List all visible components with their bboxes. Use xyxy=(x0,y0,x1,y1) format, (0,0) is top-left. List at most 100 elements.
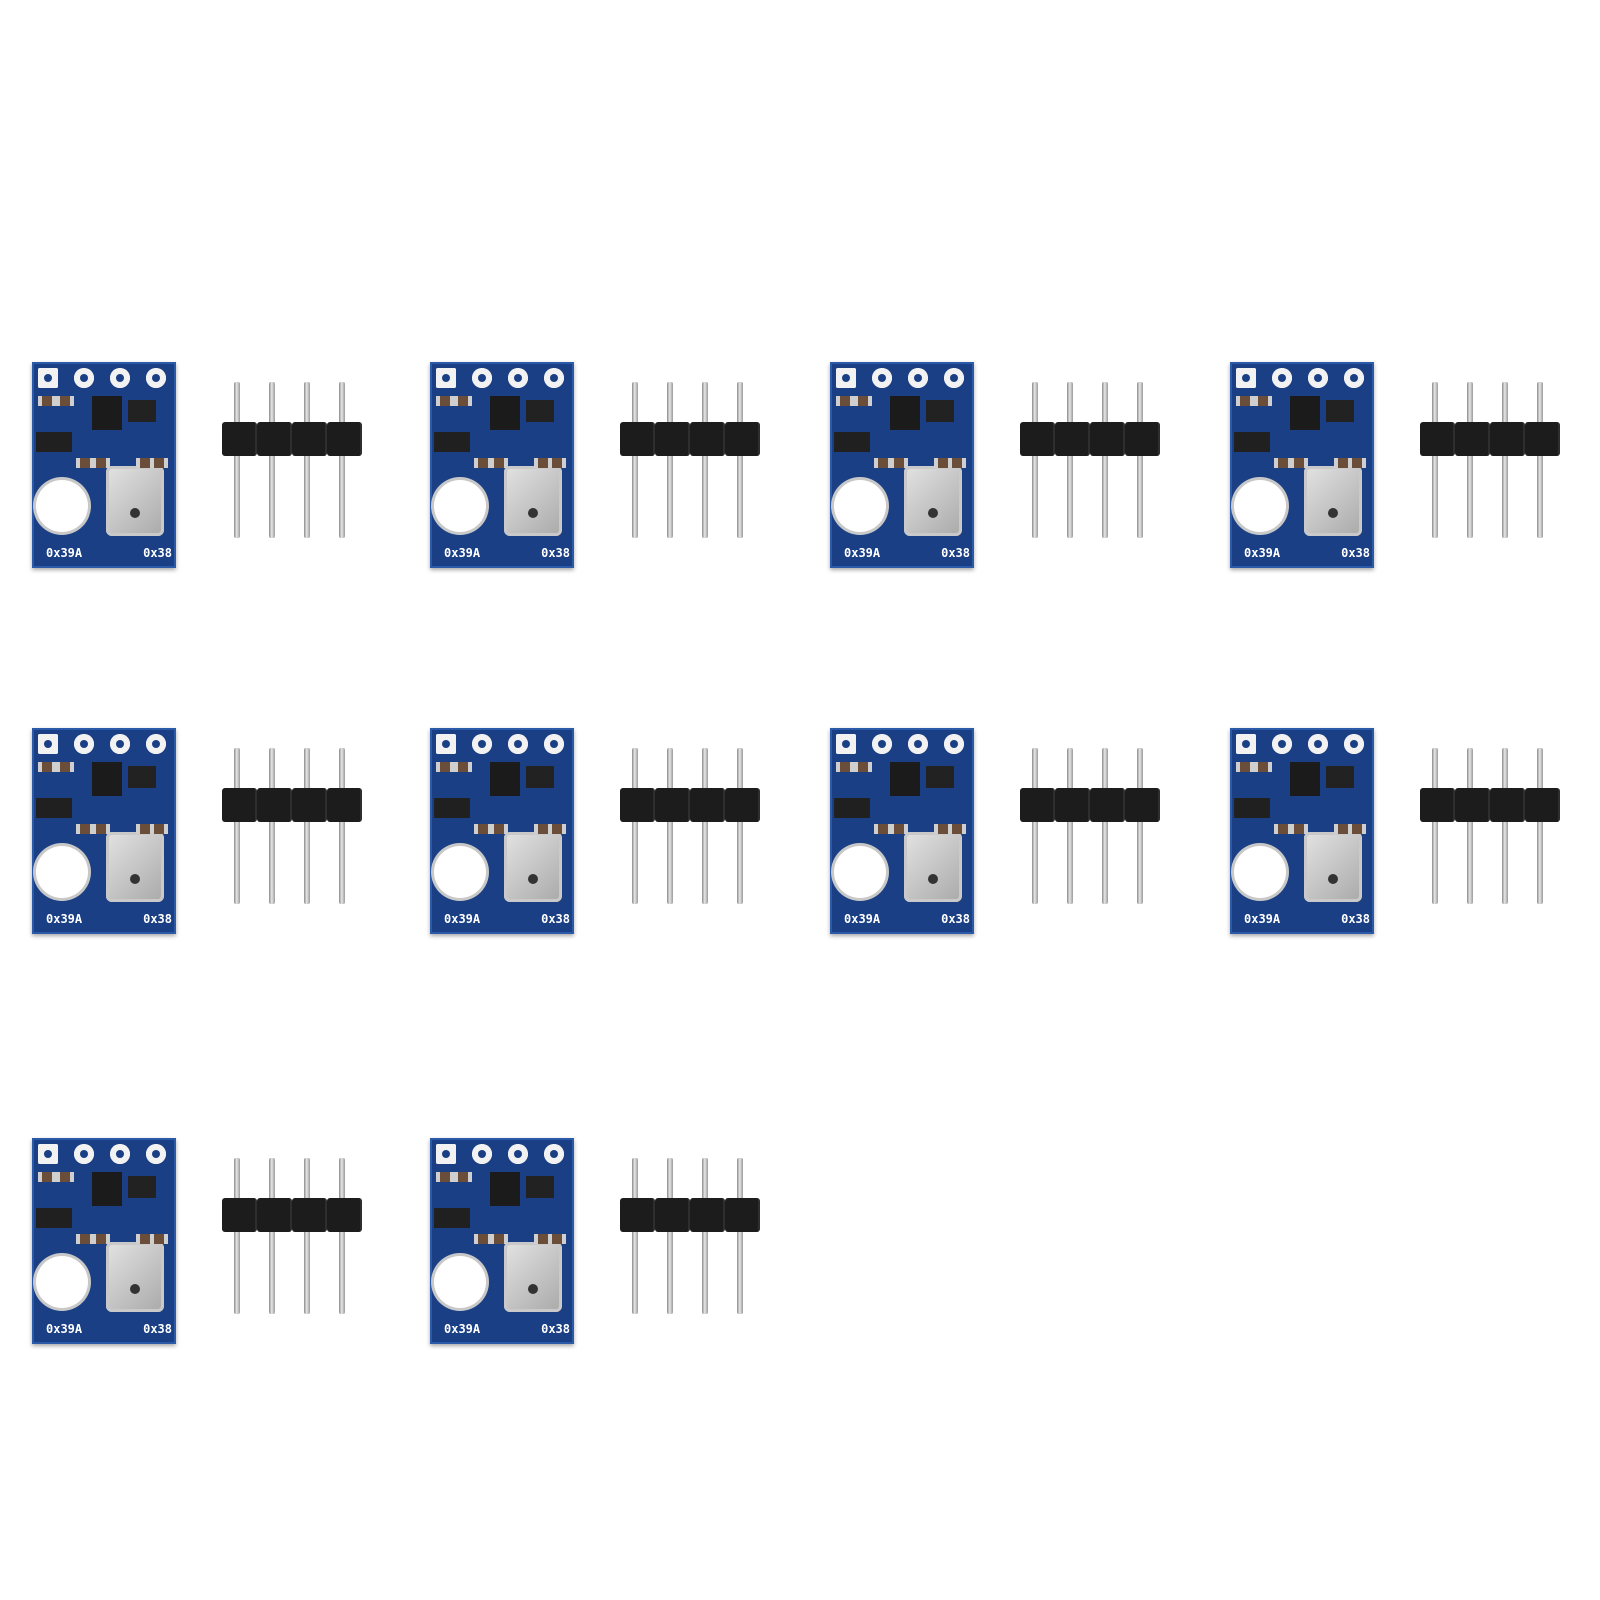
header-pin xyxy=(737,382,743,538)
pin-header xyxy=(1420,748,1560,908)
ic-chip xyxy=(128,1176,156,1198)
smd-component xyxy=(136,458,154,468)
smd-component xyxy=(836,762,854,772)
pin-header xyxy=(1020,382,1160,542)
solder-pad xyxy=(944,368,964,388)
solder-pad xyxy=(1308,734,1328,754)
smd-component xyxy=(474,824,492,834)
header-pin xyxy=(667,748,673,904)
sensor-module xyxy=(106,466,164,536)
solder-pad xyxy=(38,734,58,754)
header-plastic xyxy=(222,788,362,822)
mounting-hole xyxy=(36,846,88,898)
pin-header xyxy=(222,748,362,908)
smd-component xyxy=(948,458,966,468)
header-plastic xyxy=(1020,788,1160,822)
solder-pad xyxy=(146,368,166,388)
smd-component xyxy=(1236,762,1254,772)
ic-chip xyxy=(490,762,520,796)
address-label-left: 0x39A xyxy=(46,546,83,560)
header-plastic xyxy=(620,422,760,456)
smd-component xyxy=(38,762,56,772)
address-label-right: 0x38 xyxy=(541,912,570,926)
smd-component xyxy=(534,824,552,834)
smd-component xyxy=(474,458,492,468)
regulator xyxy=(434,432,470,452)
address-label-left: 0x39A xyxy=(444,912,481,926)
mounting-hole xyxy=(434,480,486,532)
regulator xyxy=(36,1208,72,1228)
regulator xyxy=(434,1208,470,1228)
header-pin xyxy=(304,382,310,538)
smd-component xyxy=(76,824,94,834)
ic-chip xyxy=(128,766,156,788)
pin-header xyxy=(620,382,760,542)
header-pin xyxy=(702,382,708,538)
header-pin xyxy=(1467,382,1473,538)
solder-pad xyxy=(38,368,58,388)
smd-component xyxy=(454,1172,472,1182)
header-plastic xyxy=(1420,788,1560,822)
header-pin xyxy=(234,1158,240,1314)
solder-pad xyxy=(544,734,564,754)
smd-component xyxy=(1348,458,1366,468)
ic-chip xyxy=(1326,400,1354,422)
smd-component xyxy=(874,824,892,834)
smd-component xyxy=(150,458,168,468)
smd-component xyxy=(854,762,872,772)
regulator xyxy=(1234,798,1270,818)
regulator xyxy=(834,798,870,818)
header-plastic xyxy=(1420,422,1560,456)
smd-component xyxy=(1254,762,1272,772)
regulator xyxy=(434,798,470,818)
solder-pad xyxy=(508,1144,528,1164)
header-pin xyxy=(269,748,275,904)
sensor-board: 0x39A 0x38 xyxy=(430,728,574,934)
sensor-module xyxy=(504,1242,562,1312)
ic-chip xyxy=(92,396,122,430)
sensor-module xyxy=(106,832,164,902)
header-plastic xyxy=(222,422,362,456)
smd-component xyxy=(92,824,110,834)
solder-pad xyxy=(944,734,964,754)
smd-component xyxy=(56,762,74,772)
smd-component xyxy=(934,458,952,468)
smd-component xyxy=(490,1234,508,1244)
address-label-right: 0x38 xyxy=(541,546,570,560)
solder-pad xyxy=(872,734,892,754)
sensor-module xyxy=(504,466,562,536)
smd-component xyxy=(56,396,74,406)
sensor-module xyxy=(1304,466,1362,536)
solder-pad xyxy=(110,734,130,754)
header-pin xyxy=(1102,382,1108,538)
ic-chip xyxy=(1290,396,1320,430)
regulator xyxy=(834,432,870,452)
solder-pad xyxy=(544,368,564,388)
address-label-left: 0x39A xyxy=(1244,912,1281,926)
ic-chip xyxy=(92,762,122,796)
header-pin xyxy=(1502,382,1508,538)
solder-pad xyxy=(110,1144,130,1164)
smd-component xyxy=(436,1172,454,1182)
sensor-module xyxy=(1304,832,1362,902)
address-label-left: 0x39A xyxy=(444,546,481,560)
address-label-right: 0x38 xyxy=(143,912,172,926)
smd-component xyxy=(934,824,952,834)
address-label-right: 0x38 xyxy=(143,1322,172,1336)
header-pin xyxy=(737,1158,743,1314)
smd-component xyxy=(150,824,168,834)
sensor-board: 0x39A 0x38 xyxy=(430,362,574,568)
solder-pad xyxy=(74,368,94,388)
smd-component xyxy=(436,396,454,406)
smd-component xyxy=(1334,824,1352,834)
smd-component xyxy=(92,458,110,468)
header-pin xyxy=(1137,382,1143,538)
address-label-left: 0x39A xyxy=(844,912,881,926)
solder-pad xyxy=(436,1144,456,1164)
smd-component xyxy=(454,396,472,406)
